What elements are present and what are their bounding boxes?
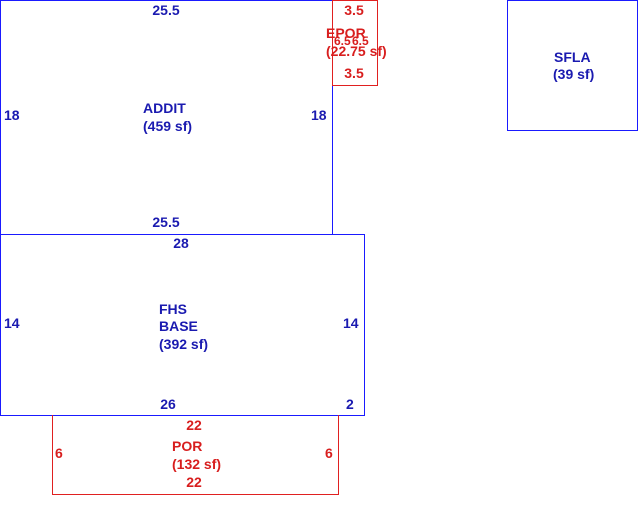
base-bottom-dimension: 26 xyxy=(160,396,176,412)
por-area-label: (132 sf) xyxy=(172,456,222,472)
por-right-dimension: 6 xyxy=(325,445,333,461)
epor-top-dimension: 3.5 xyxy=(344,2,364,18)
base-area-label: (392 sf) xyxy=(159,336,209,352)
sfla-code-label: SFLA xyxy=(554,49,591,65)
epor-area-label: (22.75 sf) xyxy=(326,43,387,59)
epor-area xyxy=(332,0,378,86)
base-bottom-right-dimension: 2 xyxy=(346,396,354,412)
addit-code-label: ADDIT xyxy=(143,100,186,116)
epor-left-dimension: 6.5 xyxy=(334,34,351,48)
base-code1-label: FHS xyxy=(159,301,187,317)
sfla-area-label: (39 sf) xyxy=(553,66,595,82)
base-code2-label: BASE xyxy=(159,318,198,334)
por-top-dimension: 22 xyxy=(186,417,202,433)
addit-bottom-dimension: 25.5 xyxy=(152,214,180,230)
addit-area-label: (459 sf) xyxy=(143,118,193,134)
por-area xyxy=(52,415,339,495)
addit-right-dimension: 18 xyxy=(311,107,327,123)
addit-top-dimension: 25.5 xyxy=(152,2,180,18)
base-left-dimension: 14 xyxy=(4,315,20,331)
epor-right-dimension: 6.5 xyxy=(352,34,369,48)
por-bottom-dimension: 22 xyxy=(186,474,202,490)
base-top-dimension: 28 xyxy=(173,235,189,251)
base-right-dimension: 14 xyxy=(343,315,359,331)
por-code-label: POR xyxy=(172,438,203,454)
epor-bottom-dimension: 3.5 xyxy=(344,65,364,81)
addit-left-dimension: 18 xyxy=(4,107,20,123)
epor-code-label: EPOR xyxy=(326,25,366,41)
por-left-dimension: 6 xyxy=(55,445,63,461)
base-area xyxy=(0,234,365,416)
